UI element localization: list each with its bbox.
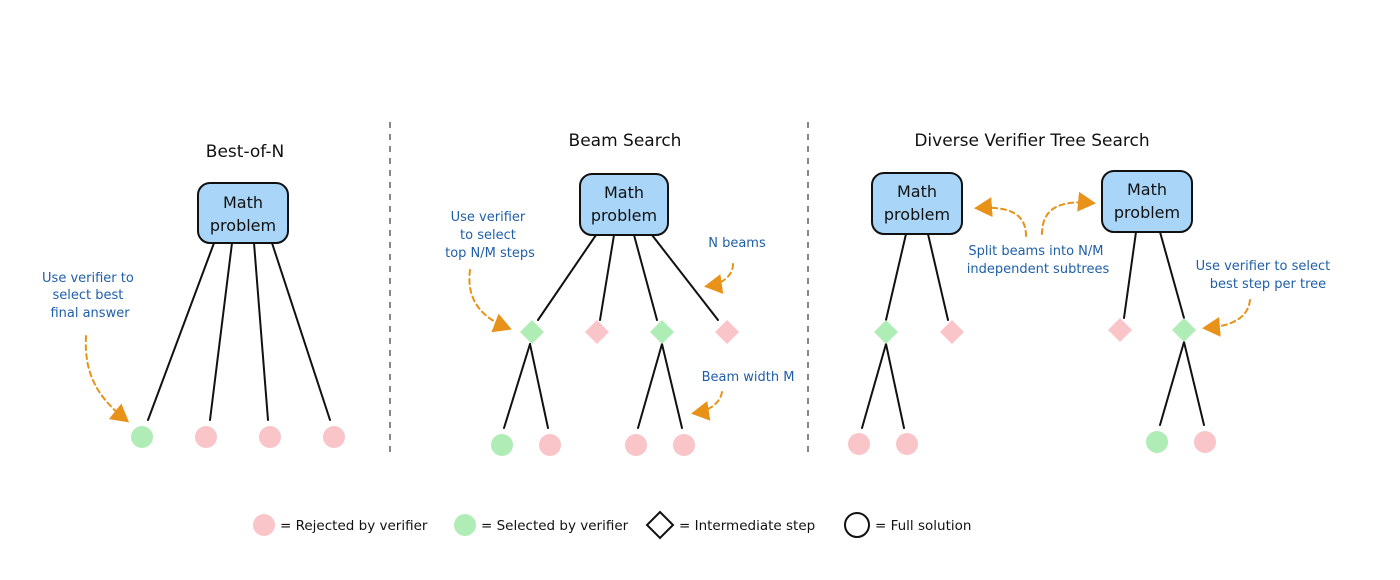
box-line2: problem (591, 206, 657, 225)
legend-rejected-swatch (253, 514, 275, 536)
note-select-best: Use verifier to select best final answer (42, 271, 138, 321)
legend-rejected-label: = Rejected by verifier (280, 518, 428, 534)
edge (529, 343, 549, 429)
math-problem-box (579, 173, 669, 236)
note-split-beams: Split beams into N/M independent subtree… (967, 244, 1110, 277)
edge (633, 234, 658, 321)
panel-best-of-n: Best-of-N Math problem Use verifier to s… (42, 142, 345, 448)
box-line1: Math (604, 183, 644, 202)
box-line1: Math (223, 193, 263, 212)
legend-diamond-swatch (645, 510, 675, 540)
panel-title: Beam Search (569, 131, 682, 151)
edge (861, 343, 887, 429)
step-rejected (940, 320, 964, 344)
legend-intermediate-label: = Intermediate step (679, 518, 815, 534)
panel-title: Diverse Verifier Tree Search (914, 131, 1149, 151)
leaf-rejected (1194, 431, 1216, 453)
arrow (84, 335, 130, 423)
leaf-rejected (848, 433, 870, 455)
arrow (1202, 299, 1251, 337)
edge (253, 242, 269, 421)
edge (503, 343, 531, 429)
edge (1159, 341, 1185, 426)
arrow (704, 263, 734, 294)
note-top-steps: Use verifier to select top N/M steps (445, 210, 535, 261)
legend-selected-label: = Selected by verifier (481, 518, 629, 534)
step-selected (520, 320, 544, 344)
leaf-selected (1146, 431, 1168, 453)
arrow (468, 269, 512, 333)
legend-full-solution-label: = Full solution (875, 518, 971, 534)
edge (1159, 231, 1185, 319)
edge (1183, 341, 1205, 426)
legend: = Rejected by verifier = Selected by ver… (253, 510, 971, 540)
edge (209, 242, 233, 421)
arrow (974, 197, 1027, 237)
math-problem-box (1101, 170, 1193, 233)
leaf-rejected (195, 426, 217, 448)
step-selected (874, 320, 898, 344)
leaf-rejected (539, 434, 561, 456)
edge (637, 343, 663, 429)
note-best-step-per-tree: Use verifier to select best step per tre… (1196, 259, 1335, 292)
step-rejected (1108, 318, 1132, 342)
arrow (1041, 191, 1096, 235)
edge (885, 233, 907, 321)
panel-beam-search: Beam Search Math problem Use verifier to… (445, 131, 794, 456)
edge (885, 343, 905, 429)
edge (147, 242, 215, 421)
step-rejected (585, 320, 609, 344)
leaf-rejected (259, 426, 281, 448)
panel-diverse-verifier-tree-search: Diverse Verifier Tree Search Math proble… (848, 131, 1335, 455)
leaf-selected (491, 434, 513, 456)
leaf-rejected (673, 434, 695, 456)
step-selected (650, 320, 674, 344)
note-beam-width: Beam width M (702, 370, 795, 385)
panel-title: Best-of-N (206, 142, 284, 162)
arrow (691, 391, 723, 421)
edge (661, 343, 683, 429)
step-rejected (715, 320, 739, 344)
edge (927, 233, 949, 321)
box-line2: problem (1114, 203, 1180, 222)
edge (537, 234, 597, 321)
leaf-rejected (896, 433, 918, 455)
leaf-selected (131, 426, 153, 448)
box-line2: problem (210, 216, 276, 235)
legend-full-solution-swatch (844, 512, 870, 538)
math-problem-box (197, 182, 289, 244)
leaf-rejected (625, 434, 647, 456)
step-selected (1172, 318, 1196, 342)
edge (651, 234, 719, 321)
edge (599, 234, 615, 321)
math-problem-box (871, 172, 963, 235)
note-n-beams: N beams (708, 236, 766, 251)
box-line2: problem (884, 205, 950, 224)
edge (1123, 231, 1137, 319)
box-line1: Math (897, 182, 937, 201)
box-line1: Math (1127, 180, 1167, 199)
edge (271, 242, 331, 421)
legend-selected-swatch (454, 514, 476, 536)
leaf-rejected (323, 426, 345, 448)
